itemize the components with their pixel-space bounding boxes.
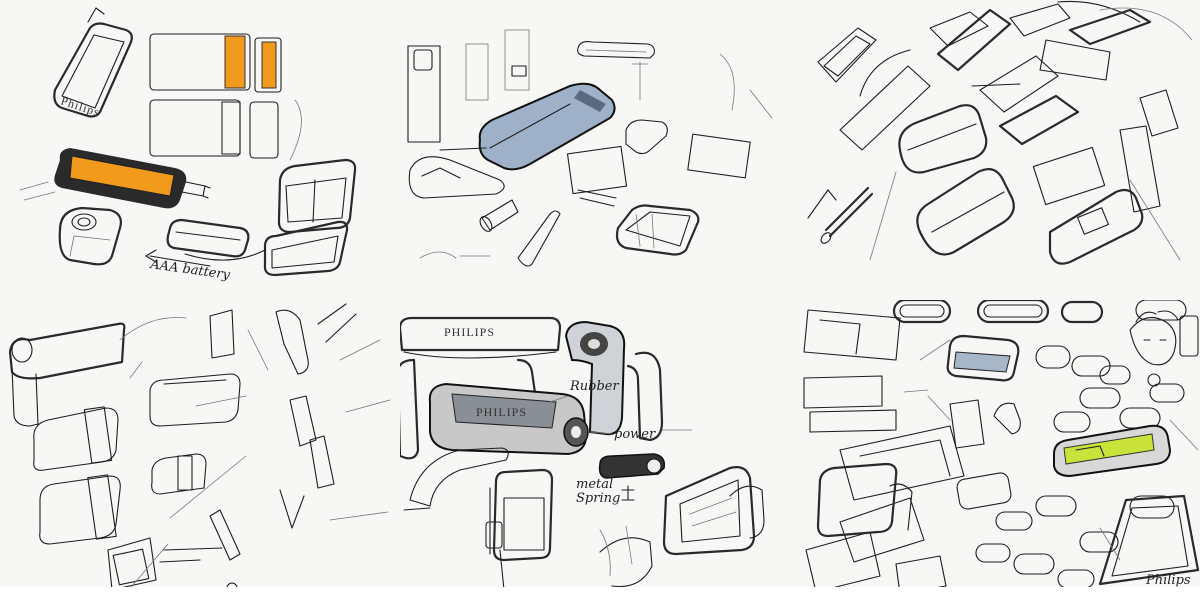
sketch-sheet-5: PHILIPS PHILIPS Rubber power bbox=[400, 300, 800, 600]
sketch-sheet-4 bbox=[0, 300, 400, 600]
sketch-sheet-1-drawing: Philips bbox=[19, 7, 357, 283]
rubber-callout: Rubber bbox=[569, 379, 619, 394]
power-callout: power bbox=[614, 427, 656, 442]
sketch-sheet-6: Philips bbox=[800, 300, 1200, 600]
sketch-sheet-2 bbox=[400, 0, 800, 300]
sketch-sheet-1: Philips bbox=[0, 0, 400, 300]
sketch-sheet-3 bbox=[800, 0, 1200, 300]
metal-callout: metal bbox=[576, 477, 613, 492]
sketch-sheet-4-drawing bbox=[8, 303, 391, 600]
sketch-sheet-6-drawing: Philips bbox=[803, 300, 1200, 595]
bottom-margin bbox=[0, 587, 1200, 600]
sketch-sheet-5-drawing: PHILIPS PHILIPS Rubber power bbox=[400, 316, 765, 591]
brand-label: Philips bbox=[1145, 573, 1191, 588]
battery-note: AAA battery bbox=[148, 257, 231, 283]
brand-logo: PHILIPS bbox=[444, 325, 495, 339]
spring-callout: Spring bbox=[576, 491, 620, 506]
sketch-sheet-3-drawing bbox=[807, 0, 1193, 265]
brand-logo: Philips bbox=[59, 94, 102, 120]
sketch-sheet-2-drawing bbox=[407, 29, 773, 267]
brand-logo: PHILIPS bbox=[476, 405, 527, 419]
